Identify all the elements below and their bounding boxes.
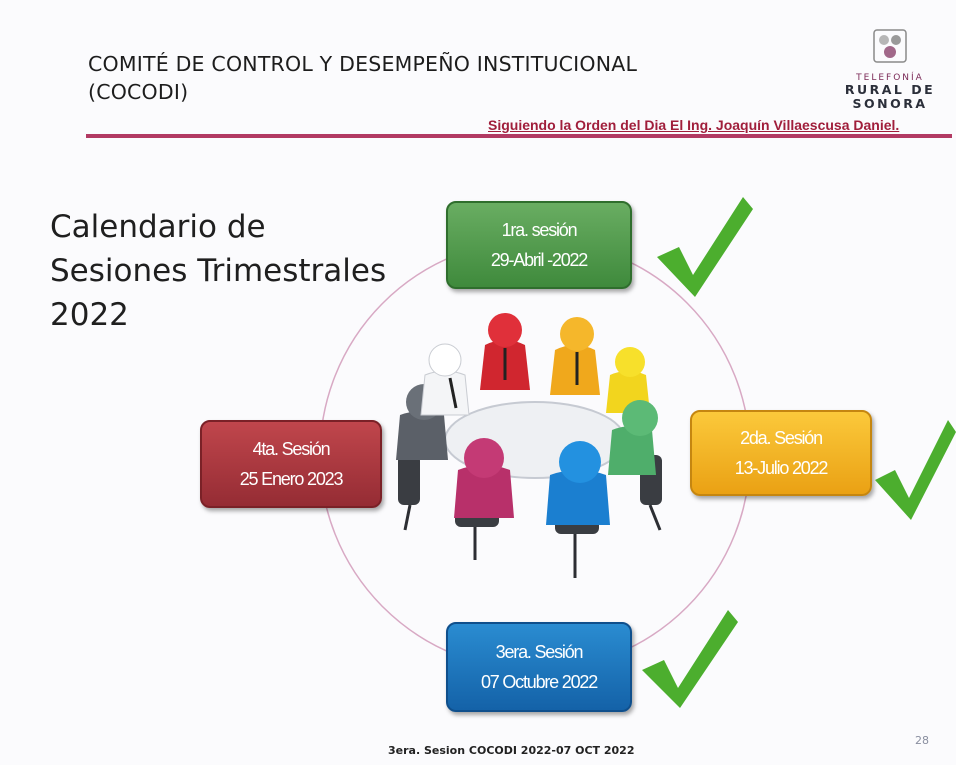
logo-text-telefonia: TELEFONÍA	[856, 73, 924, 83]
header-title: COMITÉ DE CONTROL Y DESEMPEÑO INSTITUCIO…	[88, 50, 708, 106]
session-1-label: 1ra. sesión	[501, 220, 578, 240]
slide-title-line3: 2022	[50, 297, 129, 333]
session-2-box: 2da. Sesión 13-Julio 2022	[690, 410, 872, 496]
slide-title-line1: Calendario de	[50, 209, 266, 245]
figure-green	[608, 400, 658, 475]
logo-text-sonora: SONORA	[852, 96, 928, 111]
figure-orange	[550, 317, 600, 395]
session-1-box: 1ra. sesión 29-Abril -2022	[446, 201, 632, 289]
figure-white	[420, 343, 470, 416]
footer-caption: 3era. Sesion COCODI 2022-07 OCT 2022	[388, 744, 635, 757]
session-3-date: 07 Octubre 2022	[480, 672, 598, 692]
figure-red	[480, 313, 530, 390]
slide-title-line2: Sesiones Trimestrales	[50, 253, 387, 289]
chair	[398, 455, 420, 505]
session-4-box: 4ta. Sesión 25 Enero 2023	[200, 420, 382, 508]
slide-title: Calendario de Sesiones Trimestrales 2022	[50, 205, 410, 337]
meeting-illustration	[396, 313, 662, 578]
session-3-box: 3era. Sesión 07 Octubre 2022	[446, 622, 632, 712]
session-2-label: 2da. Sesión	[740, 428, 823, 448]
session-4-date: 25 Enero 2023	[239, 469, 344, 489]
figure-blue	[546, 441, 610, 525]
header-title-line1: COMITÉ DE CONTROL Y DESEMPEÑO INSTITUCIO…	[88, 52, 638, 76]
logo-emblem-icon	[873, 29, 907, 63]
chair-leg	[648, 504, 662, 531]
session-2-date: 13-Julio 2022	[734, 458, 829, 478]
session-1-date: 29-Abril -2022	[490, 250, 588, 270]
session-3-label: 3era. Sesión	[495, 642, 584, 662]
session-4-label: 4ta. Sesión	[252, 439, 331, 459]
agenda-subtitle: Siguiendo la Orden del Dia El Ing. Joaqu…	[488, 117, 900, 133]
header-divider	[86, 134, 952, 138]
chair-leg	[403, 504, 412, 531]
session-2-checkmark-icon	[875, 420, 956, 520]
figure-magenta	[454, 438, 514, 518]
session-3-checkmark-icon	[642, 610, 738, 708]
header-title-line2: (COCODI)	[88, 80, 189, 104]
organization-logo: TELEFONÍA RURAL DE SONORA	[835, 26, 945, 111]
logo-text-rural-de: RURAL DE	[844, 82, 936, 97]
session-1-checkmark-icon	[657, 197, 753, 297]
page-number: 28	[915, 734, 929, 747]
